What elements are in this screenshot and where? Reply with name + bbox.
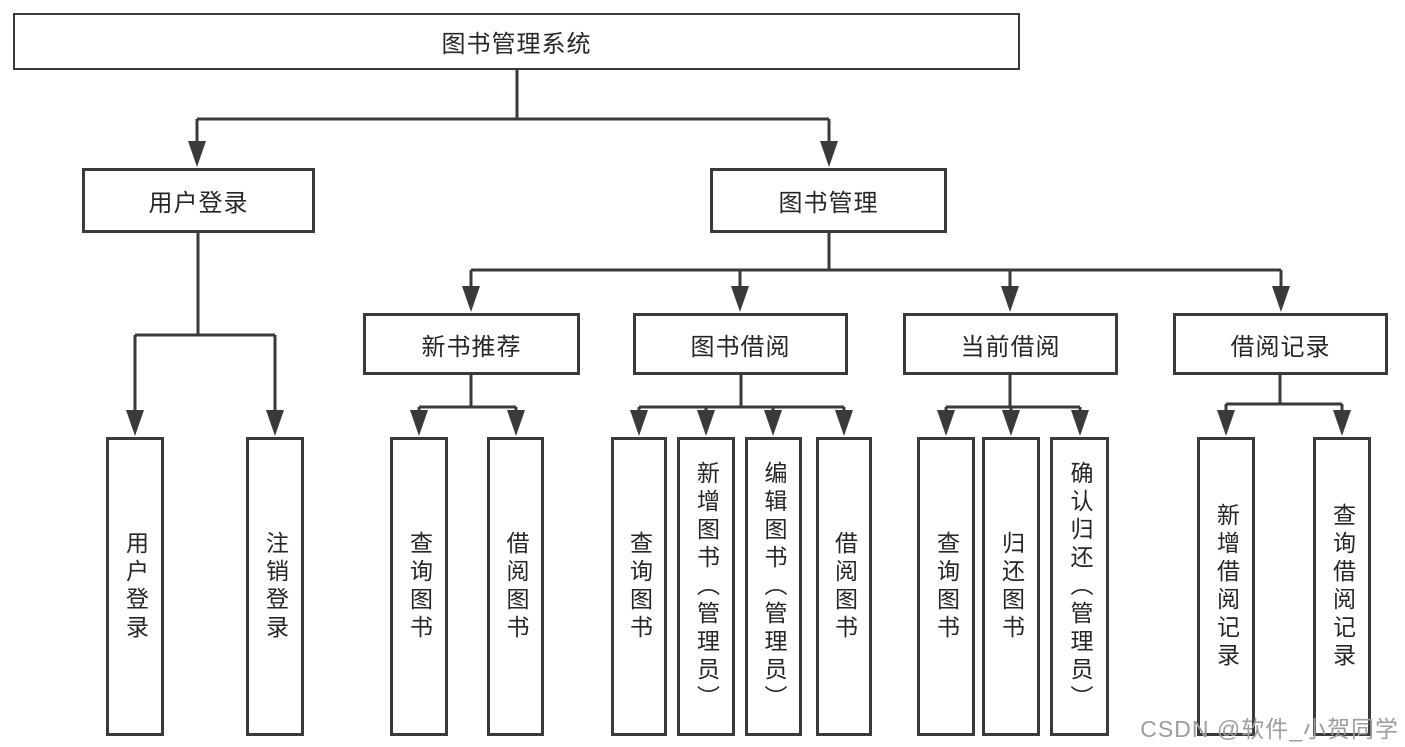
leaf-confirm-return-admin: 确认归还（管理员） <box>1050 437 1109 736</box>
leaf-logout: 注销登录 <box>246 437 304 736</box>
node-root-library-system: 图书管理系统 <box>13 13 1020 70</box>
leaf-borrow-books-recommend: 借阅图书 <box>487 437 544 736</box>
leaf-user-login: 用户登录 <box>106 437 164 736</box>
leaf-return-books: 归还图书 <box>982 437 1040 736</box>
leaf-query-books-current: 查询图书 <box>917 437 975 736</box>
leaf-add-borrow-record: 新增借阅记录 <box>1197 437 1255 736</box>
node-book-borrow: 图书借阅 <box>633 313 848 375</box>
csdn-watermark: CSDN @软件_小贺同学 <box>1140 716 1399 742</box>
leaf-query-borrow-record: 查询借阅记录 <box>1313 437 1371 736</box>
node-user-login-branch: 用户登录 <box>82 168 315 233</box>
leaf-borrow-books: 借阅图书 <box>816 437 872 736</box>
node-new-book-recommend: 新书推荐 <box>363 313 580 375</box>
leaf-add-books-admin: 新增图书（管理员） <box>677 437 735 736</box>
arrowheads <box>126 141 1351 436</box>
node-current-borrow: 当前借阅 <box>903 313 1118 375</box>
leaf-query-books-recommend: 查询图书 <box>390 437 448 736</box>
leaf-query-books-borrow: 查询图书 <box>611 437 667 736</box>
node-book-management-branch: 图书管理 <box>710 168 947 233</box>
leaf-edit-books-admin: 编辑图书（管理员） <box>745 437 802 736</box>
node-borrow-records: 借阅记录 <box>1173 313 1388 375</box>
